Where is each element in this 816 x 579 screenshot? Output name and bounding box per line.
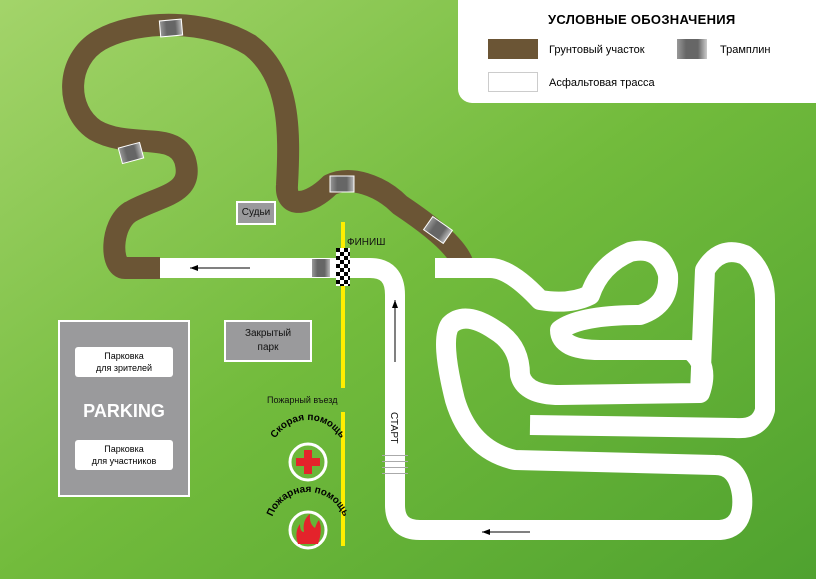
judges-box: Судьи [236, 201, 276, 225]
closed-park-label-1: Закрытый [244, 328, 292, 339]
finish-label: ФИНИШ [347, 237, 386, 248]
judges-label: Судьи [241, 207, 271, 218]
arrowhead-icon [392, 300, 398, 308]
legend-dirt-label: Грунтовый участок [549, 44, 645, 56]
closed-park-box: Закрытый парк [224, 320, 312, 362]
legend-asphalt-label: Асфальтовая трасса [549, 77, 655, 89]
spectator-parking-label-1: Парковка [104, 351, 144, 361]
start-label: СТАРТ [388, 412, 399, 444]
parking-title: PARKING [83, 401, 165, 421]
dirt-swatch [488, 39, 538, 59]
spectator-parking: Парковка для зрителей [75, 347, 173, 377]
jump-swatch [677, 39, 707, 59]
arrowhead-icon [190, 265, 198, 271]
legend-jump-label: Трамплин [720, 44, 771, 56]
asphalt-track [160, 240, 775, 540]
participant-parking-label-2: для участников [91, 456, 157, 466]
closed-park-label-2: парк [257, 342, 279, 353]
participant-parking: Парковка для участников [75, 440, 173, 470]
fire-entry-label: Пожарный въезд [267, 395, 338, 405]
start-grid-marks [382, 455, 408, 474]
jump-icons [117, 18, 454, 277]
finish-line-checkered [336, 248, 350, 286]
arrowhead-icon [482, 529, 490, 535]
spectator-parking-label-2: для зрителей [95, 363, 153, 373]
asphalt-swatch [488, 72, 538, 92]
participant-parking-label-1: Парковка [104, 444, 144, 454]
legend-title: УСЛОВНЫЕ ОБОЗНАЧЕНИЯ [548, 12, 736, 27]
parking-area: Парковка для зрителей PARKING Парковка д… [58, 320, 190, 497]
legend-panel: УСЛОВНЫЕ ОБОЗНАЧЕНИЯ Грунтовый участок Т… [458, 0, 816, 103]
